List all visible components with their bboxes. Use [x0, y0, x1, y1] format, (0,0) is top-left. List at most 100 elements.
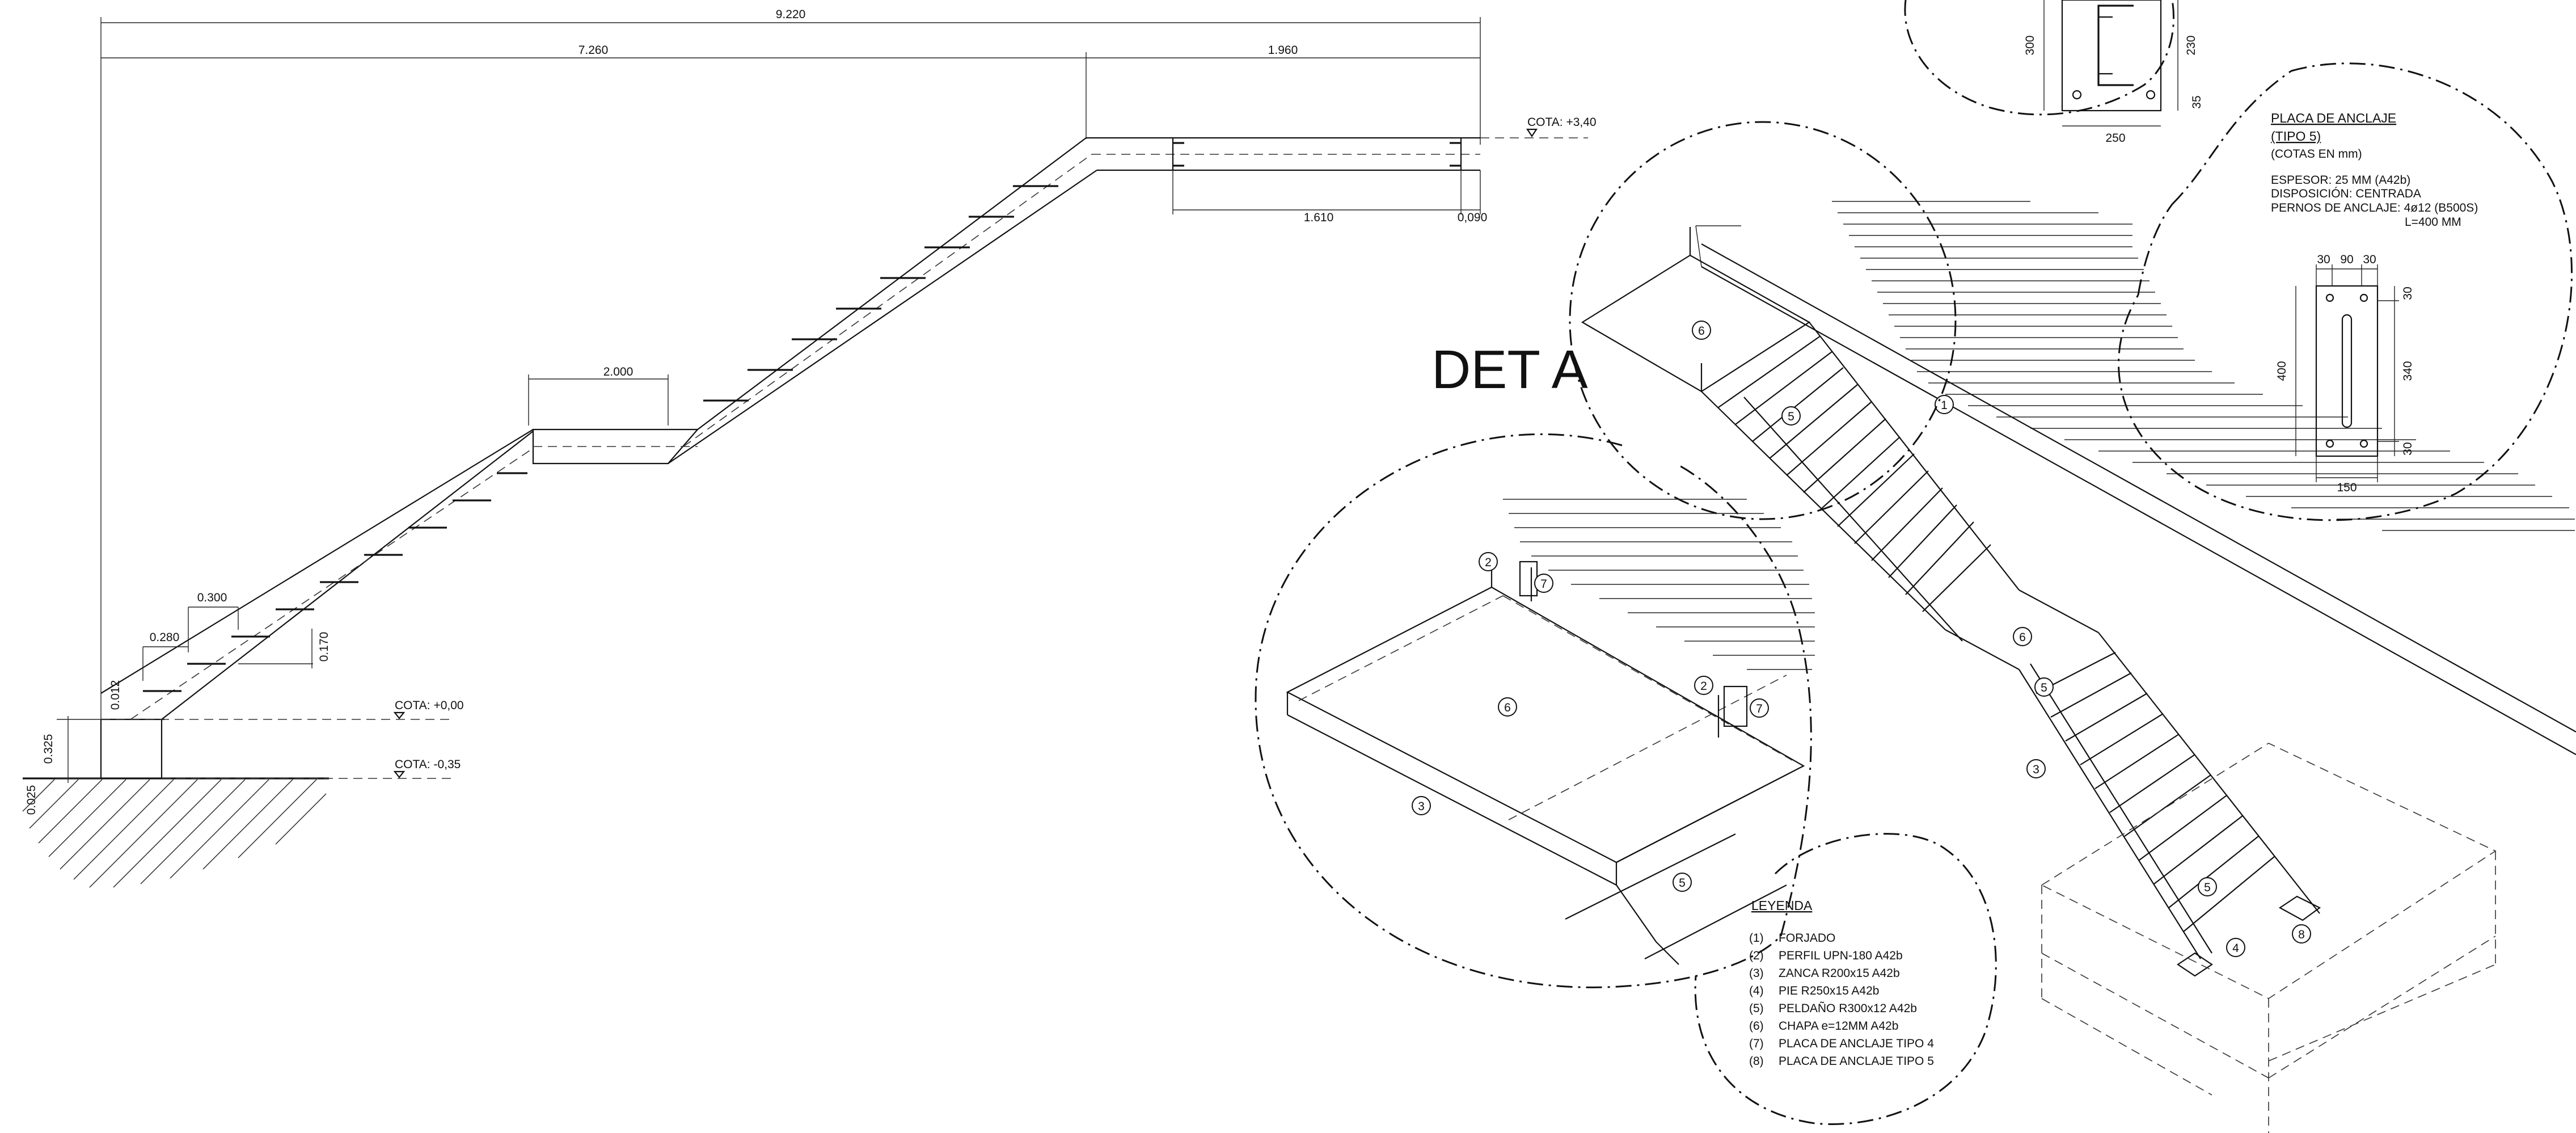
detail-landing-plate: [1286, 586, 1805, 864]
ground-hatch: [22, 779, 327, 888]
detail-marker-6: [1498, 697, 1517, 717]
legend-num-1: (1): [1749, 932, 1764, 945]
stringer-lower-left: [2018, 669, 2201, 959]
stringer-upper-right: [1809, 322, 2020, 591]
svg-text:3: 3: [2033, 763, 2039, 776]
lower-flight-hidden: [130, 448, 534, 720]
legend-num-4: (4): [1749, 984, 1764, 997]
upn-dim-250: 250: [2105, 132, 2125, 145]
marker-8: [2292, 924, 2311, 944]
legend-num-2: (2): [1749, 949, 1764, 962]
svg-text:1: 1: [1941, 399, 1948, 412]
svg-text:6: 6: [2019, 631, 2026, 644]
plate-spec-2: DISPOSICIÓN: CENTRADA: [2271, 187, 2421, 200]
plate-dim-90: 90: [2340, 253, 2353, 266]
isometric-stair: 6 5 1 6 5 3 5 4 8: [1581, 201, 2576, 1133]
svg-text:2: 2: [1700, 680, 1707, 693]
svg-text:7: 7: [1540, 578, 1547, 591]
marker-4: [2226, 938, 2245, 957]
level-top: COTA: +3,40: [1527, 116, 1597, 129]
detail-marker-7b: [1750, 698, 1769, 718]
upn-dim-300: 300: [2024, 35, 2037, 55]
svg-text:2: 2: [1485, 556, 1492, 569]
iso-lower-steps: [2036, 652, 2275, 932]
legend-num-5: (5): [1749, 1002, 1764, 1015]
plate-dim-30b: 30: [2363, 253, 2376, 266]
marker-6-mid: [2013, 627, 2032, 646]
legend-text-1: FORJADO: [1779, 932, 1835, 945]
svg-text:5: 5: [2041, 681, 2047, 694]
lower-treads: [143, 472, 527, 692]
detail-marker-2b: [1694, 676, 1713, 695]
plate-title-1: PLACA DE ANCLAJE: [2271, 111, 2396, 125]
svg-text:7: 7: [1756, 702, 1763, 715]
upn-dim-230: 230: [2185, 35, 2198, 55]
upper-treads: [703, 185, 1058, 402]
upper-flight-hidden: [683, 154, 1092, 447]
svg-text:5: 5: [1679, 877, 1686, 890]
lower-flight-bottom: [161, 431, 534, 720]
plate-dim-400: 400: [2275, 361, 2288, 381]
upn-dim-35: 35: [2190, 95, 2203, 108]
detail-a-top-circle: [1569, 121, 1957, 520]
base-plate-4: [2177, 952, 2213, 977]
detail-anchor-plate: [1723, 685, 1748, 727]
plate-slot: [2341, 314, 2353, 428]
plate-spec-4: L=400 MM: [2405, 216, 2461, 229]
plate-title-2: (TIPO 5): [2271, 129, 2321, 144]
marker-5-low: [2198, 877, 2217, 896]
level-low: COTA: -0,35: [395, 758, 461, 771]
legend-text-6: CHAPA e=12MM A42b: [1779, 1020, 1898, 1033]
stringer-lower-right: [2098, 632, 2320, 914]
legend-num-8: (8): [1749, 1055, 1764, 1068]
base-plate-8: [2278, 895, 2321, 921]
mid-landing-right: [2018, 589, 2099, 633]
marker-3: [2026, 759, 2046, 778]
legend-text-7: PLACA DE ANCLAJE TIPO 4: [1779, 1037, 1934, 1050]
anchor-plate-detail: 300 230 35 250 PLACA DE ANCLAJE (TIPO 5)…: [1904, 0, 2573, 521]
plate-units: (COTAS EN mm): [2271, 148, 2362, 161]
dim-left: 7.260: [578, 44, 609, 57]
detail-a: 2 7 6 2 7 3 5: [1255, 121, 1957, 988]
dim-top-gap: 0,090: [1458, 211, 1488, 224]
legend-text-5: PELDAÑO R300x12 A42b: [1779, 1001, 1917, 1015]
dim-base-b: 0.025: [25, 785, 38, 815]
upn-profile: [2097, 5, 2134, 86]
level-low-marker: [393, 770, 406, 778]
stair-elevation: 9.220 7.260 1.960 0.325 0.025 0.012: [22, 8, 1597, 888]
legend: LEYENDA (1) FORJADO (2) PERFIL UPN-180 A…: [1694, 833, 1997, 1125]
level-top-marker: [1526, 128, 1538, 137]
dim-riser: 0.170: [318, 632, 331, 662]
svg-text:6: 6: [1698, 325, 1705, 338]
plate-bubble: [2118, 62, 2573, 521]
dim-right: 1.960: [1268, 44, 1298, 57]
level-zero: COTA: +0,00: [395, 699, 464, 712]
dim-small-a: 0.012: [109, 680, 122, 710]
plate-dim-30c: 30: [2401, 287, 2414, 300]
detail-marker-5: [1673, 873, 1692, 892]
legend-bubble: [1694, 833, 1997, 1125]
legend-title: LEYENDA: [1751, 898, 1813, 913]
plate-dim-30a: 30: [2317, 253, 2330, 266]
detail-slab-hatch: [1503, 499, 1815, 670]
plate-type-5: [2315, 285, 2379, 457]
marker-5-mid: [2034, 677, 2054, 697]
legend-num-3: (3): [1749, 967, 1764, 980]
slab-edge-2: [1701, 266, 2576, 755]
upn-plate: [2061, 0, 2162, 112]
detail-marker-3: [1412, 796, 1431, 815]
detail-marker-7a: [1534, 574, 1553, 593]
detail-a-big-circle: [1255, 433, 1812, 988]
slab-edge-1: [1701, 243, 2576, 732]
svg-text:4: 4: [2232, 942, 2239, 955]
slab-hatch: [1832, 201, 2575, 531]
dim-top-landing: 1.610: [1304, 211, 1334, 224]
legend-text-8: PLACA DE ANCLAJE TIPO 5: [1779, 1055, 1934, 1068]
concrete-footing: [2041, 743, 2497, 1133]
dim-tread-a: 0.300: [197, 591, 227, 604]
iso-upper-steps: [1718, 335, 1991, 612]
mid-landing-left: [1945, 629, 2020, 670]
stringer-upper-left: [1701, 391, 1946, 630]
svg-text:8: 8: [2298, 928, 2305, 941]
